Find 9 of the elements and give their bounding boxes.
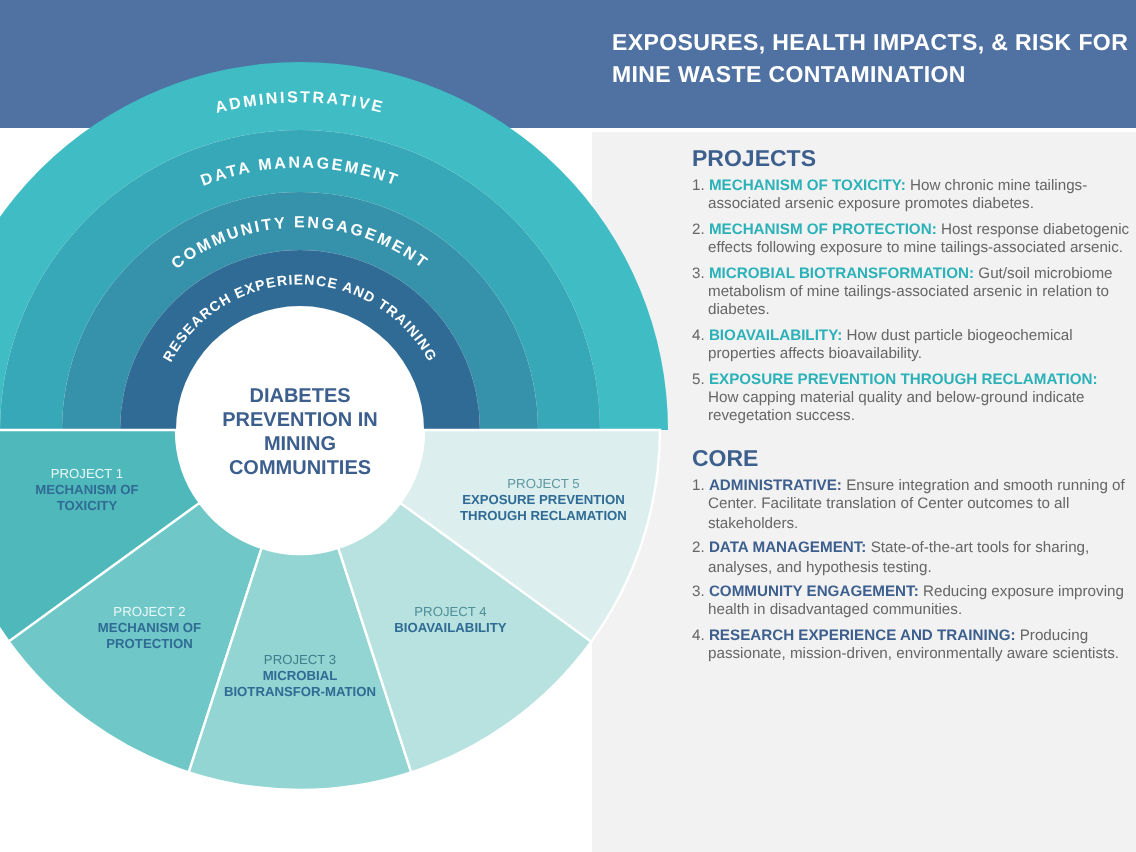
title: EXPOSURES, HEALTH IMPACTS, & RISK FOR MINE WASTE CONTAMINATION bbox=[612, 30, 1131, 92]
section-heading: PROJECTS bbox=[692, 148, 818, 172]
data-ring-band bbox=[0, 130, 600, 430]
section-heading: CORE bbox=[692, 447, 761, 472]
community-ring-band bbox=[62, 192, 538, 430]
admin-ring-band bbox=[0, 62, 668, 430]
center-label: DIABETES PREVENTION IN MINING COMMUNITIES bbox=[220, 386, 380, 482]
ring-label: ADMINISTRATIVE bbox=[213, 88, 387, 117]
project-segment bbox=[399, 428, 662, 643]
